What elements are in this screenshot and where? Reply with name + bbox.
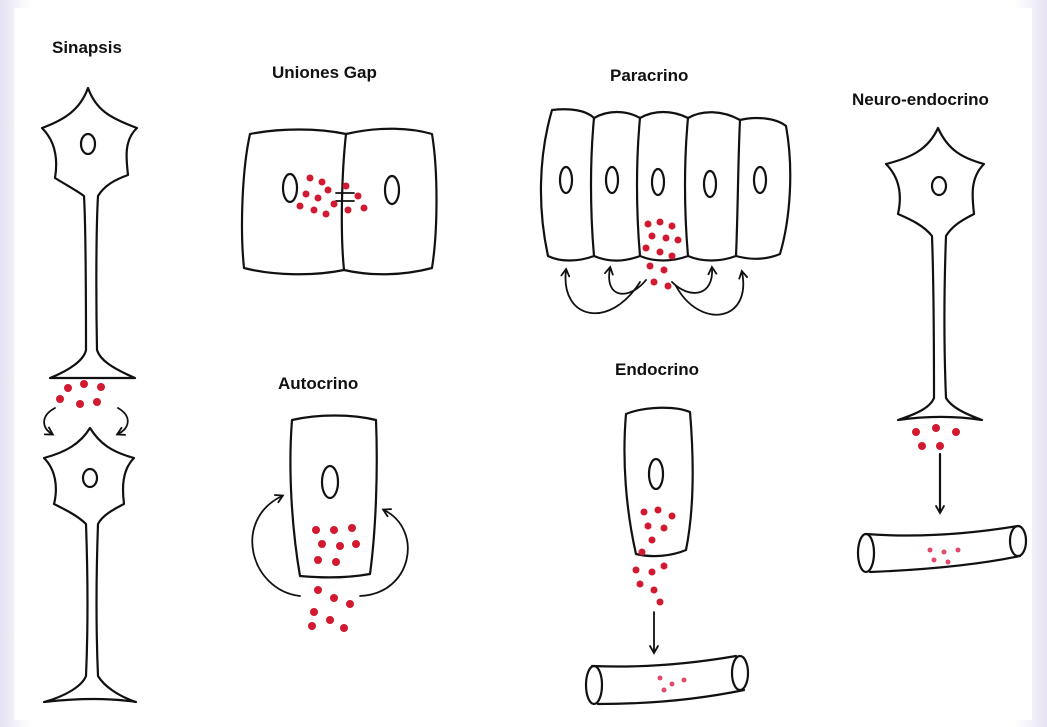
arrow-left (44, 408, 55, 434)
neuro-endocrino-diagram (858, 128, 1026, 572)
paracrine-dots (643, 219, 682, 290)
nucleus (649, 459, 663, 489)
nucleus-left (283, 174, 297, 202)
nucleus (322, 466, 338, 498)
nucleus (83, 469, 97, 487)
gap-dots (297, 175, 368, 218)
neuron (886, 128, 984, 420)
postsynaptic-neuron (44, 428, 136, 702)
endocrino-diagram (586, 408, 748, 704)
arrow-right (360, 510, 408, 596)
presynaptic-neuron (42, 88, 137, 378)
arrow-right (118, 408, 128, 434)
blood-vessel (586, 656, 748, 704)
cell-left (242, 130, 346, 275)
nucleus (81, 134, 95, 154)
paracrino-diagram (541, 109, 790, 314)
sinapsis-diagram (42, 88, 137, 702)
blood-vessel (858, 526, 1026, 572)
cell-right (344, 129, 437, 275)
synaptic-dots (56, 380, 105, 408)
neurosecretion-dots (912, 424, 960, 450)
nucleus-right (385, 176, 399, 204)
autocrino-diagram (252, 416, 407, 633)
uniones-gap-diagram (242, 129, 437, 275)
cell (624, 408, 692, 556)
